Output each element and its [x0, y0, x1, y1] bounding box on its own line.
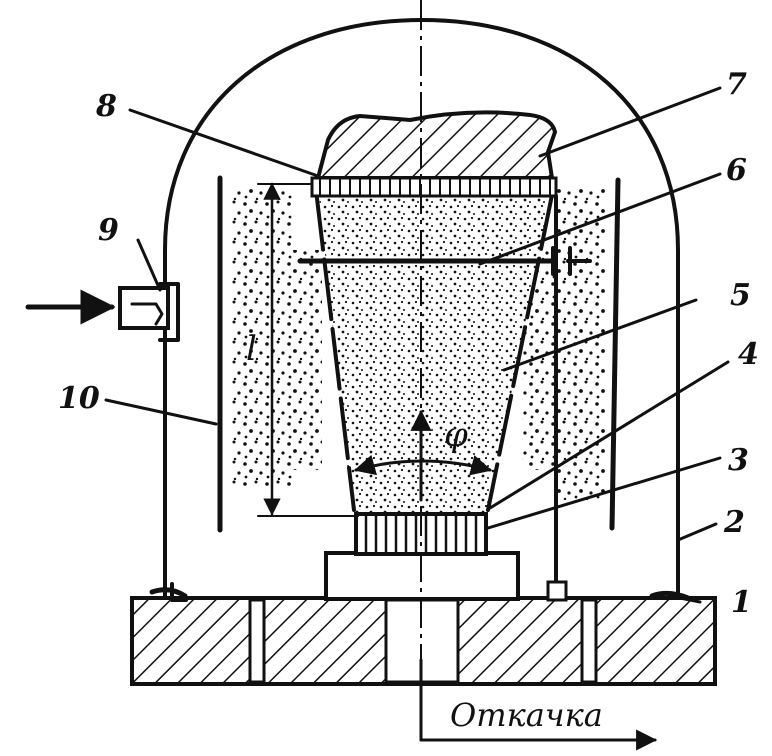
seal-left: [149, 587, 188, 599]
dimension-l-label: l: [246, 329, 257, 369]
callout-5: 5: [730, 278, 751, 313]
substrate: [310, 176, 558, 198]
evacuation-caption: Откачка: [450, 696, 603, 734]
cone-edge-left: [314, 188, 356, 512]
evaporator: [354, 512, 488, 556]
shutter: [297, 246, 592, 276]
dimension-l: [257, 182, 359, 517]
leak-valve: [25, 282, 180, 342]
leader-lines: [104, 86, 730, 604]
callout-10: 10: [58, 381, 100, 416]
angle-phi-label: φ: [444, 415, 468, 455]
rod-foot-left: [170, 582, 188, 602]
vapor-cone: [318, 186, 552, 512]
callout-8: 8: [95, 89, 117, 124]
callout-4: 4: [738, 337, 759, 372]
vapor-field-right: [556, 188, 606, 500]
rod-foot: [546, 580, 568, 602]
cone-edge-right: [486, 188, 555, 512]
callout-6: 6: [726, 153, 747, 188]
vapor-field-mid-left: [282, 250, 322, 470]
seal-right: [649, 590, 691, 601]
callout-7: 7: [726, 67, 747, 102]
callout-3: 3: [728, 443, 749, 478]
heater-screen-right: [609, 177, 621, 531]
substrate-holder: [315, 110, 558, 180]
evacuation-outlet: [419, 658, 658, 751]
callout-2: 2: [723, 505, 745, 540]
callout-1: 1: [731, 585, 752, 620]
callout-9: 9: [98, 213, 119, 248]
